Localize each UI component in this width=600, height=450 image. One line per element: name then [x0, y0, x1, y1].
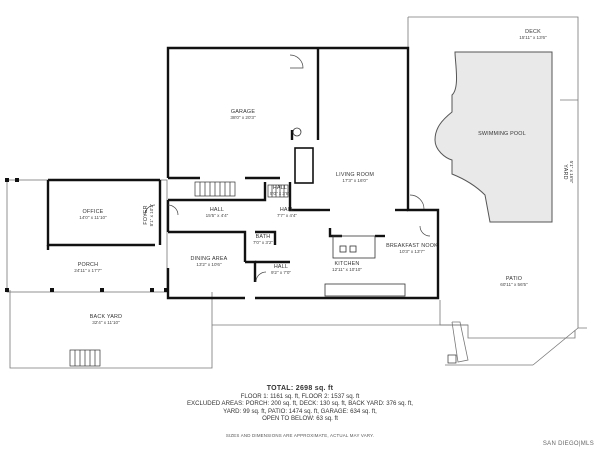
room-hall-d-name: HALL — [274, 264, 288, 270]
room-breakfast-name: BREAKFAST NOOK — [386, 243, 438, 249]
porch-posts — [5, 178, 168, 292]
mls-watermark: SAN DIEGO|MLS — [542, 441, 594, 447]
excluded-areas-line-1: EXCLUDED AREAS: PORCH: 200 sq. ft, DECK:… — [186, 400, 413, 408]
room-dining-dim: 13'2" x 10'6" — [196, 262, 222, 267]
room-hall-b-dim: 15'5" x 4'4" — [206, 213, 229, 218]
room-porch-name: PORCH — [78, 262, 98, 268]
disclaimer: SIZES AND DIMENSIONS ARE APPROXIMATE, AC… — [225, 433, 375, 438]
room-hall-d-dim: 9'2" x 7'0" — [271, 270, 291, 275]
open-to-below: OPEN TO BELOW: 63 sq. ft — [262, 415, 338, 423]
room-garage-name: GARAGE — [231, 109, 255, 115]
room-yard-dim: 5'1" x 16'8" — [569, 161, 574, 184]
room-dining-name: DINING AREA — [191, 256, 228, 262]
walls — [46, 46, 440, 300]
room-hall-b-name: HALL — [210, 207, 224, 213]
room-backyard-dim: 32'4" x 11'10" — [92, 320, 120, 325]
swimming-pool-shape — [434, 51, 553, 223]
stairs — [194, 181, 289, 198]
room-bath-name: BATH — [256, 234, 271, 240]
room-patio-name: PATIO — [506, 276, 522, 282]
room-hall-c-name: HALL — [280, 207, 294, 213]
room-pool-name: SWIMMING POOL — [478, 131, 526, 137]
room-living-name: LIVING ROOM — [336, 172, 374, 178]
doors — [144, 54, 431, 283]
room-office-name: OFFICE — [83, 209, 104, 215]
room-hall-a-name: HALL — [273, 185, 287, 191]
room-hall-a-dim: 5'0" x 3'8" — [270, 191, 290, 196]
room-deck-dim: 15'11" x 13'6" — [519, 35, 547, 40]
room-kitchen-name: KITCHEN — [334, 261, 359, 267]
room-hall-c-dim: 7'7" x 4'4" — [277, 213, 297, 218]
room-living-dim: 17'3" x 16'0" — [342, 178, 368, 183]
room-deck-name: DECK — [525, 29, 541, 35]
room-backyard-name: BACK YARD — [90, 314, 122, 320]
room-labels: DECK 15'11" x 13'6" SWIMMING POOL YARD 5… — [74, 29, 574, 325]
floor-areas: FLOOR 1: 1161 sq. ft, FLOOR 2: 1537 sq. … — [240, 392, 360, 400]
room-garage-dim: 38'0" x 20'3" — [230, 115, 256, 120]
room-porch-dim: 24'11" x 17'7" — [74, 268, 102, 273]
room-office-dim: 14'0" x 11'10" — [79, 215, 107, 220]
room-foyer-dim: 8'1" x 10'1" — [149, 203, 154, 226]
excluded-areas-line-2: YARD: 99 sq. ft, PATIO: 1474 sq. ft, GAR… — [223, 407, 377, 415]
total-area: TOTAL: 2698 sq. ft — [266, 385, 334, 392]
room-kitchen-dim: 12'11" x 10'10" — [332, 267, 362, 272]
room-bath-dim: 7'0" x 3'2" — [253, 240, 273, 245]
room-foyer-name: FOYER — [143, 205, 149, 225]
patio-grill — [69, 349, 457, 367]
room-patio-dim: 60'11" x 56'5" — [500, 282, 528, 287]
area-summary: TOTAL: 2698 sq. ft FLOOR 1: 1161 sq. ft,… — [150, 385, 450, 423]
room-yard-name: YARD — [562, 164, 568, 179]
kitchen-fixtures — [292, 127, 406, 297]
room-breakfast-dim: 10'3" x 13'7" — [399, 249, 425, 254]
